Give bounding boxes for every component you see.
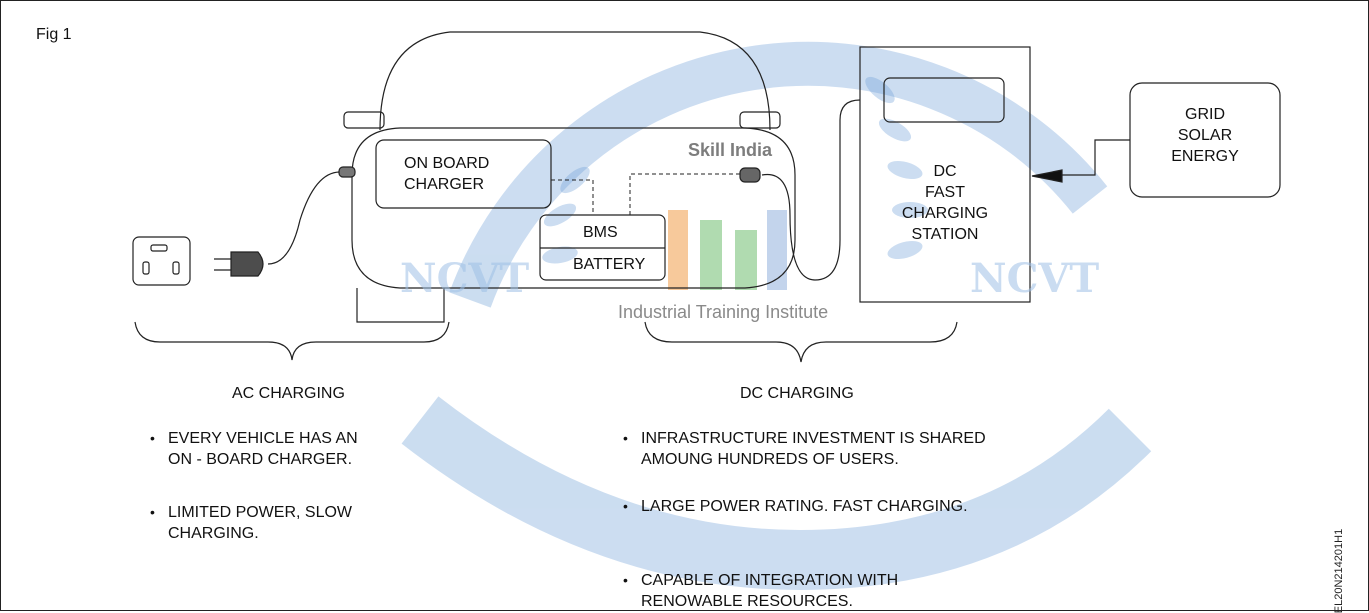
dc-charging-heading: DC CHARGING: [740, 385, 854, 402]
bullet-dot-icon: •: [623, 572, 628, 588]
on-board-charger-line-2: CHARGER: [404, 176, 485, 193]
grid-to-station-line: [1031, 139, 1130, 183]
grid-line-2: SOLAR: [1177, 127, 1233, 144]
bullet-dot-icon: •: [150, 430, 155, 446]
skill-india-logo: Skill India: [688, 140, 773, 160]
ac-bullet-2-line-1: LIMITED POWER, SLOW: [168, 504, 353, 521]
figure-code: EL20N214201H1: [1332, 528, 1345, 613]
ncvt-watermark-right: NCVT: [970, 255, 1100, 302]
ac-charging-heading: AC CHARGING: [232, 385, 345, 402]
dc-station-line-1: DC: [933, 163, 957, 180]
ac-brace: [134, 321, 450, 361]
ac-plug: [214, 166, 356, 277]
dc-station-label: DC FAST CHARGING STATION: [880, 161, 1010, 245]
watermark-emblem: [401, 41, 1152, 591]
iti-caption: Industrial Training Institute: [618, 302, 829, 322]
dc-bullet-3-line-2: RENOWABLE RESOURCES.: [641, 593, 853, 610]
on-board-charger-box: [375, 139, 552, 209]
bullet-dot-icon: •: [623, 430, 628, 446]
iti-logo: [668, 210, 787, 290]
ncvt-watermark-left: NCVT: [400, 255, 530, 302]
dc-connector: [739, 99, 861, 281]
figure-label: Fig 1: [36, 26, 72, 43]
dc-station-outline: [859, 46, 1031, 303]
ac-bullet-1: • EVERY VEHICLE HAS AN ON - BOARD CHARGE…: [150, 428, 358, 470]
dc-bullet-1: • INFRASTRUCTURE INVESTMENT IS SHARED AM…: [623, 428, 986, 470]
bullet-dot-icon: •: [623, 498, 628, 514]
ac-bullet-1-line-1: EVERY VEHICLE HAS AN: [168, 430, 358, 447]
dc-station-line-3: CHARGING: [901, 205, 989, 222]
bms-label: BMS: [583, 224, 618, 241]
dc-brace: [644, 321, 958, 363]
grid-label: GRID SOLAR ENERGY: [1140, 104, 1270, 167]
dc-station-line-4: STATION: [911, 226, 979, 243]
ac-bullet-2-line-2: CHARGING.: [168, 525, 259, 542]
ac-bullet-1-line-2: ON - BOARD CHARGER.: [168, 451, 353, 468]
dc-station-line-2: FAST: [924, 184, 965, 201]
signal-dashed-lines: [551, 173, 740, 215]
dc-bullet-2: • LARGE POWER RATING. FAST CHARGING.: [623, 496, 968, 517]
grid-line-3: ENERGY: [1171, 148, 1239, 165]
dc-bullet-1-line-1: INFRASTRUCTURE INVESTMENT IS SHARED: [641, 430, 986, 447]
battery-label: BATTERY: [573, 256, 646, 273]
dc-bullet-1-line-2: AMOUNG HUNDREDS OF USERS.: [641, 451, 899, 468]
wall-socket: [132, 236, 191, 286]
vehicle-outline: [343, 31, 796, 323]
bms-battery-box: [539, 214, 666, 281]
dc-bullet-3-line-1: CAPABLE OF INTEGRATION WITH: [641, 572, 899, 589]
dc-bullet-3: • CAPABLE OF INTEGRATION WITH RENOWABLE …: [623, 570, 898, 612]
on-board-charger-label: ON BOARD CHARGER: [404, 153, 489, 195]
ac-bullet-2: • LIMITED POWER, SLOW CHARGING.: [150, 502, 352, 544]
on-board-charger-line-1: ON BOARD: [404, 155, 490, 172]
dc-bullet-2-line-1: LARGE POWER RATING. FAST CHARGING.: [641, 498, 968, 515]
bullet-dot-icon: •: [150, 504, 155, 520]
grid-line-1: GRID: [1185, 106, 1225, 123]
